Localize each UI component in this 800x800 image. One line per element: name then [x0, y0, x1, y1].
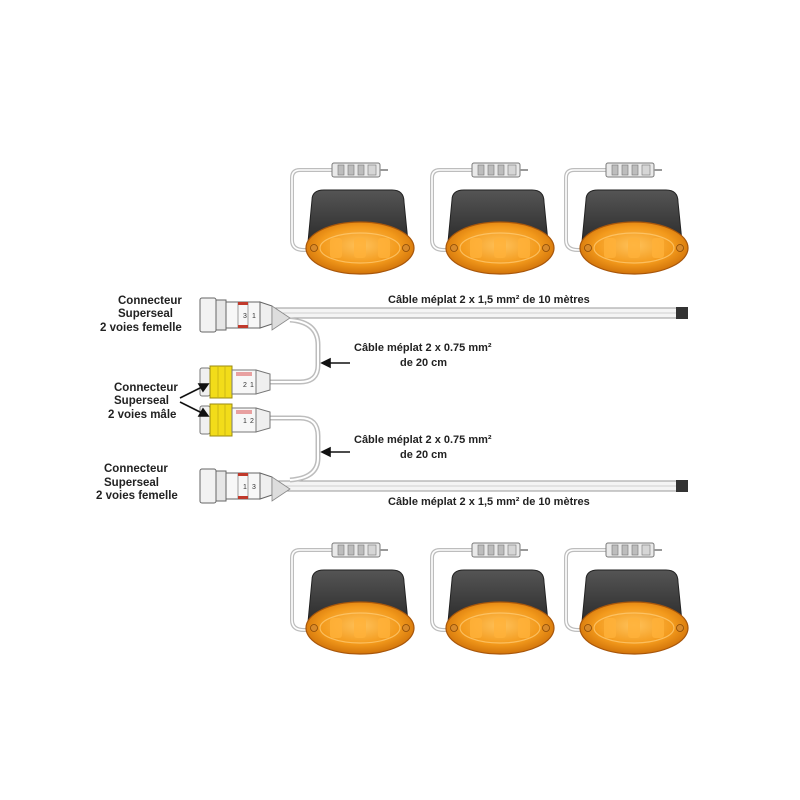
svg-text:Connecteur: Connecteur	[104, 463, 168, 475]
svg-text:2 voies femelle: 2 voies femelle	[96, 490, 178, 502]
pin-number: 1	[252, 313, 256, 320]
label-short-cable-bottom: Câble méplat 2 x 0.75 mm² de 20 cm	[354, 434, 492, 461]
short-cable-top	[268, 317, 321, 385]
female-connector-bottom: 1 3	[199, 468, 291, 504]
pin-number: 3	[243, 313, 247, 320]
arrow-short-cable-bottom	[320, 446, 350, 458]
male-connector-top: 2 1	[199, 365, 271, 399]
pin-number: 1	[250, 382, 254, 389]
arrow-short-cable-top	[320, 357, 350, 369]
pin-number: 1	[243, 484, 247, 491]
svg-text:Superseal: Superseal	[104, 477, 159, 489]
marker-lamp-bottom-2	[430, 541, 556, 656]
pin-number: 2	[250, 418, 254, 425]
label-long-cable-bottom: Câble méplat 2 x 1,5 mm² de 10 mètres	[388, 496, 590, 508]
svg-text:de 20 cm: de 20 cm	[400, 357, 447, 369]
pin-number: 1	[243, 418, 247, 425]
svg-text:Connecteur: Connecteur	[118, 295, 182, 307]
long-cable-top	[271, 307, 688, 319]
svg-text:2 voies femelle: 2 voies femelle	[100, 322, 182, 334]
arrows-male-connectors	[179, 383, 210, 417]
label-male-connector: Connecteur Superseal 2 voies mâle	[108, 382, 178, 421]
pin-number: 3	[252, 484, 256, 491]
short-cable-bottom	[268, 415, 321, 483]
pin-number: 2	[243, 382, 247, 389]
marker-lamp-top-2	[430, 161, 556, 276]
svg-text:Connecteur: Connecteur	[114, 382, 178, 394]
svg-text:Câble méplat 2 x 0.75 mm²: Câble méplat 2 x 0.75 mm²	[354, 434, 492, 446]
marker-lamp-top-1	[290, 161, 416, 276]
label-short-cable-top: Câble méplat 2 x 0.75 mm² de 20 cm	[354, 342, 492, 369]
svg-text:Câble méplat 2 x 0.75 mm²: Câble méplat 2 x 0.75 mm²	[354, 342, 492, 354]
label-long-cable-top: Câble méplat 2 x 1,5 mm² de 10 mètres	[388, 294, 590, 306]
svg-text:Superseal: Superseal	[114, 395, 169, 407]
label-female-connector-bottom: Connecteur Superseal 2 voies femelle	[96, 463, 178, 502]
svg-text:2 voies mâle: 2 voies mâle	[108, 409, 176, 421]
marker-lamp-bottom-1	[290, 541, 416, 656]
long-cable-bottom	[271, 480, 688, 492]
marker-lamp-top-3	[564, 161, 690, 276]
male-connector-bottom: 1 2	[199, 403, 271, 437]
female-connector-top: 3 1	[199, 297, 291, 333]
svg-text:Superseal: Superseal	[118, 308, 173, 320]
label-female-connector-top: Connecteur Superseal 2 voies femelle	[100, 295, 182, 334]
svg-text:de 20 cm: de 20 cm	[400, 449, 447, 461]
marker-lamp-bottom-3	[564, 541, 690, 656]
